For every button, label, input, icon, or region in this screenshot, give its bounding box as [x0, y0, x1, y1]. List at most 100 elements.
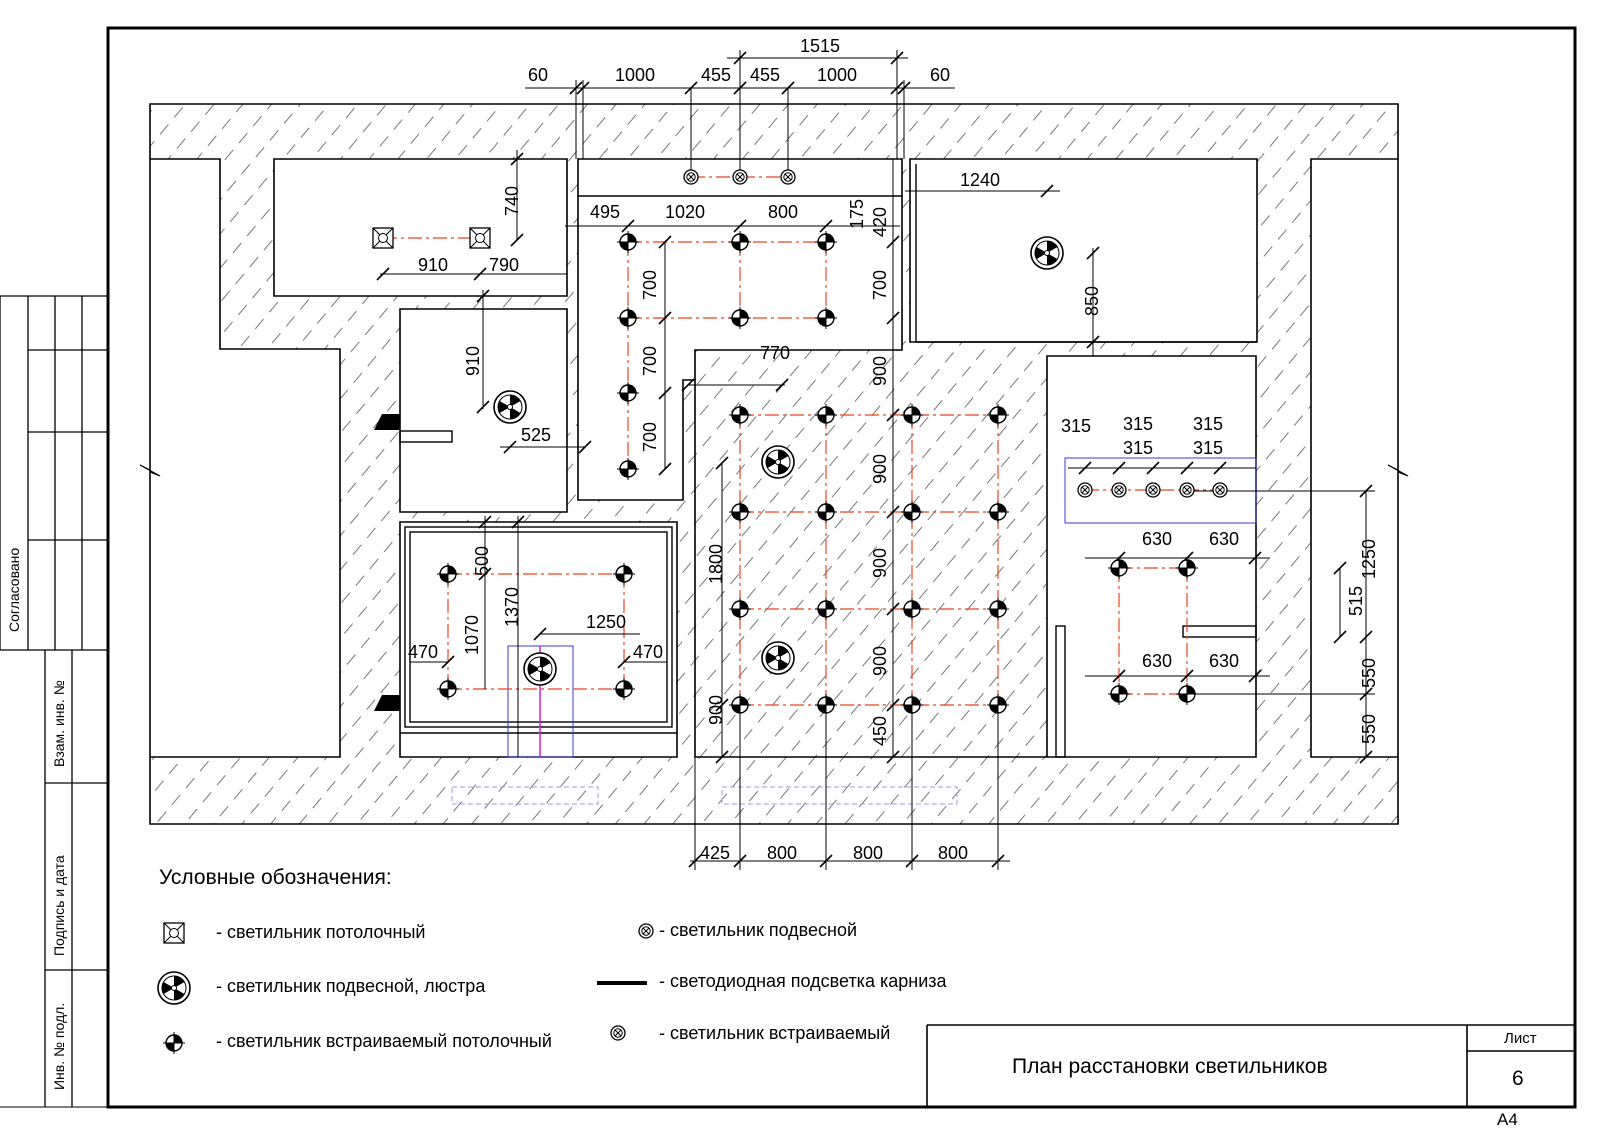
dimension-label: 420 — [870, 206, 890, 237]
dimension-tick — [510, 233, 524, 247]
recessed-lamp-icon — [728, 306, 752, 330]
dimension-label: 900 — [870, 645, 890, 676]
dimension-tick — [715, 456, 729, 470]
dimension-label: 800 — [853, 843, 884, 863]
sheet-format: A4 — [1497, 1110, 1518, 1129]
dimension-tick — [1112, 669, 1126, 683]
dimension-label: 630 — [1209, 529, 1240, 549]
dimension-tick — [533, 627, 547, 641]
dimension-label: 1020 — [665, 202, 706, 222]
dimension-tick — [478, 515, 492, 529]
dimension-tick — [890, 51, 904, 65]
recessed-lamp-icon — [728, 230, 752, 254]
dimension-tick — [886, 698, 900, 712]
dimension-label: 470 — [633, 642, 664, 662]
dimension-label: 425 — [700, 843, 731, 863]
dimension-label: 1240 — [960, 170, 1001, 190]
dimension-tick — [1078, 461, 1092, 475]
dimension-label: 900 — [870, 355, 890, 386]
dimension-label: 60 — [930, 65, 951, 85]
legend-label-recessed-lamp: - светильник встраиваемый потолочный — [216, 1031, 552, 1051]
recessed-lamp-icon — [436, 562, 460, 586]
dimension-tick — [886, 311, 900, 325]
dimension-label: 900 — [870, 547, 890, 578]
dimension-tick — [684, 81, 698, 95]
legend-title: Условные обозначения: — [159, 866, 392, 889]
recessed-lamp-icon — [436, 677, 460, 701]
dimension-label: 700 — [640, 269, 660, 300]
dimension-tick — [1359, 750, 1373, 764]
stamp-sign-date: Подпись и дата — [51, 855, 67, 956]
dimension-label: 700 — [640, 345, 660, 376]
recessed-lamp-icon — [1175, 682, 1199, 706]
dimension-label: 700 — [640, 421, 660, 452]
dimension-label: 500 — [472, 545, 492, 576]
dimension-tick — [1086, 335, 1100, 349]
chandelier-icon — [493, 390, 527, 424]
dimension-label: 1000 — [817, 65, 858, 85]
dimension-label: 790 — [489, 255, 520, 275]
pendant-lamp-icon — [683, 169, 699, 185]
recessed-lamp-icon — [814, 306, 838, 330]
dimension-tick — [476, 289, 490, 303]
dimension-label: 550 — [1359, 657, 1379, 688]
dimension-label: 1370 — [502, 586, 522, 627]
dimension-tick — [886, 505, 900, 519]
dimension-label: 1800 — [706, 543, 726, 584]
dimension-tick — [688, 854, 702, 868]
dimension-label: 910 — [418, 255, 449, 275]
dimension-label: 315 — [1193, 438, 1224, 458]
dimension-tick — [775, 378, 789, 392]
legend-label-chandelier: - светильник подвесной, люстра — [216, 976, 486, 996]
dimension-tick — [886, 602, 900, 616]
recessed-lamp-icon — [1107, 556, 1131, 580]
dimension-tick — [1180, 461, 1194, 475]
dimension-tick — [569, 81, 583, 95]
dimension-tick — [897, 81, 911, 95]
stamp-orig-inv: Инв. № подл. — [51, 1002, 67, 1090]
dimension-tick — [733, 81, 747, 95]
dimension-tick — [576, 81, 590, 95]
builtin-lamp-icon — [1145, 482, 1161, 498]
recessed-lamp-icon — [612, 562, 636, 586]
dimension-tick — [819, 219, 833, 233]
dimension-label: 630 — [1142, 529, 1173, 549]
recessed-lamp-icon — [162, 1031, 186, 1055]
dimension-label: 315 — [1123, 438, 1154, 458]
dimension-tick — [617, 655, 631, 669]
dimension-label: 850 — [1082, 285, 1102, 316]
dimension-tick — [681, 378, 695, 392]
dimension-label: 900 — [870, 453, 890, 484]
builtin-lamp-icon — [1179, 482, 1195, 498]
chandelier-icon — [1030, 236, 1064, 270]
dimension-tick — [503, 440, 517, 454]
stamp-replace-inv: Взам. инв. № — [51, 680, 67, 767]
pendant-lamp-icon — [638, 923, 654, 939]
dimension-label: 525 — [521, 425, 552, 445]
builtin-lamp-icon — [1077, 482, 1093, 498]
legend-label-ceiling-lamp: - светильник потолочный — [216, 922, 426, 942]
dimension-tick — [1086, 246, 1100, 260]
dimension-label: 550 — [1359, 713, 1379, 744]
dimension-tick — [733, 854, 747, 868]
dimension-label: 630 — [1142, 651, 1173, 671]
dimension-tick — [578, 440, 592, 454]
dimension-tick — [478, 567, 492, 581]
pendant-lamp-icon — [780, 169, 796, 185]
dimension-label: 700 — [870, 269, 890, 300]
dimension-tick — [1333, 561, 1347, 575]
dimension-tick — [886, 235, 900, 249]
dimension-tick — [819, 854, 833, 868]
chandelier-icon — [157, 971, 191, 1005]
recessed-lamp-icon — [1107, 682, 1131, 706]
dimension-tick — [1359, 687, 1373, 701]
chandelier-icon — [523, 652, 557, 686]
dimension-tick — [511, 515, 525, 529]
recessed-lamp-icon — [616, 306, 640, 330]
dimension-tick — [376, 267, 390, 281]
dimension-tick — [905, 854, 919, 868]
legend-label-led-strip: - светодиодная подсветка карниза — [659, 971, 947, 991]
dimension-tick — [991, 854, 1005, 868]
dimension-tick — [733, 219, 747, 233]
